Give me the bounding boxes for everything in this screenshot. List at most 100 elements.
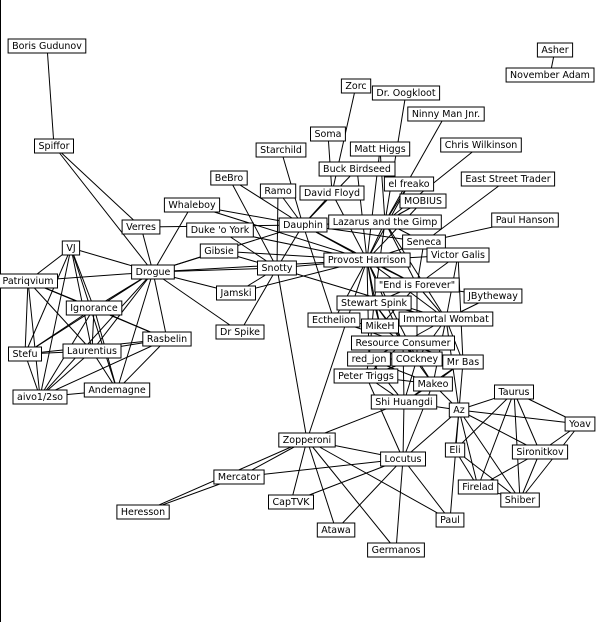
node-box: [413, 376, 453, 392]
node-locutus: Locutus: [380, 451, 427, 467]
edge-oogkloot-lazarus: [384, 92, 407, 223]
node-label: red_jon: [352, 354, 387, 365]
node-rasbelin: Rasbelin: [142, 331, 192, 347]
node-aivo: aivo1/2so: [12, 389, 68, 405]
node-label: Ramo: [264, 186, 291, 197]
node-label: Makeo: [418, 379, 449, 390]
node-box: [163, 197, 221, 213]
node-box: [213, 469, 265, 485]
edge-petertriggs-locutus: [365, 375, 404, 460]
edge-aivo-rasbelin: [39, 338, 168, 398]
node-label: Az: [453, 405, 465, 416]
node-box: [186, 222, 254, 238]
node-dauphin: Dauphin: [278, 217, 328, 233]
node-patriqvium: Patriqvium: [0, 273, 58, 289]
node-label: Jamski: [220, 288, 252, 299]
node-label: Spiffor: [39, 141, 70, 152]
node-label: JBytheway: [467, 291, 518, 302]
canvas-left-border: [0, 0, 1, 622]
node-box: [374, 277, 460, 293]
node-label: Shiber: [505, 495, 536, 506]
node-label: Resource Consumer: [355, 338, 450, 349]
node-label: Gibsie: [204, 246, 234, 257]
edge-patriqvium-stefu: [24, 280, 29, 355]
node-stewart: Stewart Spink: [336, 295, 412, 311]
edge-az-yoav: [458, 409, 581, 425]
node-box: [318, 161, 396, 177]
node-label: East Street Trader: [465, 174, 550, 185]
node-label: Andemagne: [88, 385, 146, 396]
node-box: [370, 394, 438, 410]
node-box: [564, 416, 596, 432]
edge-sironitkov-shiber: [519, 451, 541, 501]
node-atawa: Atawa: [316, 522, 356, 538]
node-petertriggs: Peter Triggs: [333, 368, 399, 384]
node-asher: Asher: [536, 42, 574, 58]
node-label: Taurus: [498, 387, 530, 398]
node-captvk: CapTVK: [268, 494, 314, 510]
node-box: [310, 126, 346, 142]
node-zorc: Zorc: [340, 78, 372, 94]
edge-drogue-andemagne: [116, 271, 154, 391]
edge-eli-shiber: [454, 449, 521, 501]
node-label: Dr Spike: [220, 327, 260, 338]
edge-zopperoni-paul: [306, 439, 451, 521]
edge-ignorance-stefu: [24, 307, 95, 355]
node-box: [444, 442, 466, 458]
node-label: November Adam: [510, 70, 590, 81]
node-label: Dr. Oogkloot: [376, 88, 435, 99]
node-az: Az: [448, 402, 470, 418]
edge-taurus-eli: [454, 391, 515, 451]
node-immortal: Immortal Wombat: [398, 311, 494, 327]
node-label: MOBIUS: [404, 196, 442, 207]
node-label: Ecthelion: [312, 315, 356, 326]
node-drogue: Drogue: [131, 264, 175, 280]
node-box: [442, 354, 484, 370]
node-label: Boris Gudunov: [12, 41, 82, 52]
node-label: Locutus: [385, 454, 422, 465]
node-provost: Provost Harrison: [323, 252, 411, 268]
edge-taurus-sironitkov: [513, 391, 541, 453]
node-label: Patriqvium: [3, 276, 54, 287]
node-box: [494, 384, 534, 400]
node-box: [83, 382, 151, 398]
node-label: Mercator: [218, 472, 260, 483]
node-label: BeBro: [215, 173, 244, 184]
node-box: [142, 331, 192, 347]
node-yoav: Yoav: [564, 416, 596, 432]
node-label: Heresson: [121, 507, 165, 518]
node-box: [380, 451, 427, 467]
node-box: [402, 234, 446, 250]
node-box: [435, 512, 465, 528]
edge-provost-zopperoni: [306, 259, 368, 441]
node-box: [333, 368, 399, 384]
node-eastst: East Street Trader: [460, 171, 556, 187]
edge-boris-spiffor: [46, 45, 55, 147]
node-label: el freako: [388, 179, 429, 190]
node-label: Lazarus and the Gimp: [333, 217, 438, 228]
edge-ramo-snotty: [276, 190, 279, 269]
edge-matthiggs-lazarus: [379, 148, 386, 223]
node-victorgalis: Victor Galis: [426, 247, 490, 263]
node-box: [12, 389, 68, 405]
node-label: Laurentius: [67, 346, 117, 357]
node-label: Firelad: [462, 482, 493, 493]
edge-snotty-immortal: [276, 267, 447, 320]
node-box: [399, 193, 447, 209]
edge-patriqvium-aivo: [27, 280, 41, 398]
node-box: [323, 252, 411, 268]
node-box: [215, 324, 265, 340]
node-box: [268, 494, 314, 510]
node-box: [216, 285, 256, 301]
edge-locutus-paul: [402, 458, 451, 521]
node-box: [511, 444, 569, 460]
node-elfreako: el freako: [383, 176, 435, 192]
node-box: [505, 67, 595, 83]
node-label: Starchild: [260, 145, 302, 156]
node-whaleboy: Whaleboy: [163, 197, 221, 213]
edge-eastst-seneca: [423, 178, 509, 243]
node-shihuangdi: Shi Huangdi: [370, 394, 438, 410]
node-label: Drogue: [136, 267, 171, 278]
node-zopperoni: Zopperoni: [278, 432, 336, 448]
node-bebro: BeBro: [210, 170, 248, 186]
